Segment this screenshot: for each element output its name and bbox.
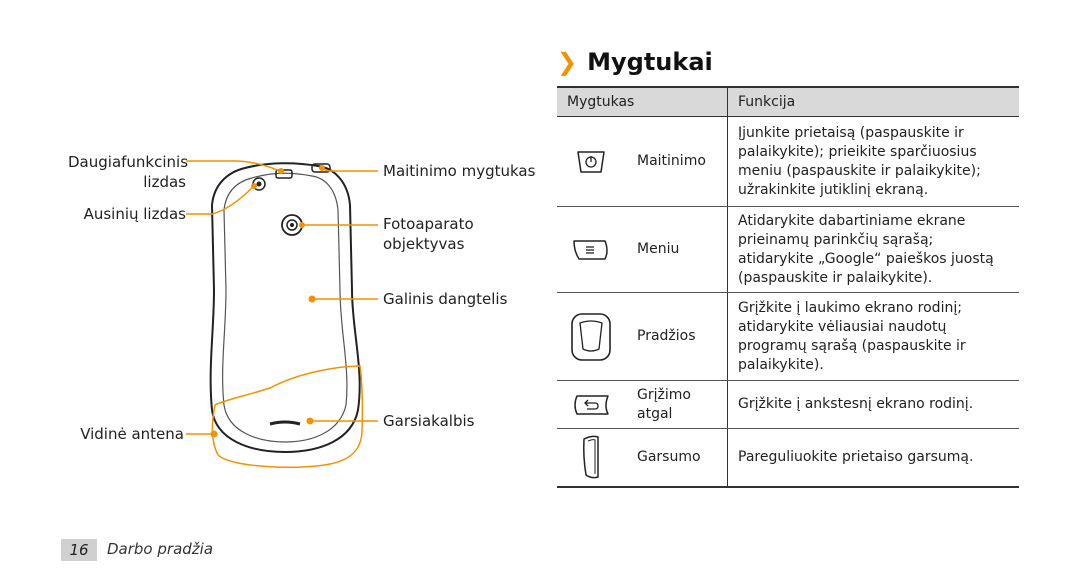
key-function: Grįžkite į ankstesnį ekrano rodinį. [727, 380, 1019, 429]
keys-table: Mygtukas Funkcija Maitinimo Įjunkite pri… [557, 86, 1019, 488]
table-row: Grįžimo atgal Grįžkite į ankstesnį ekran… [557, 380, 1019, 429]
multi-jack-label: Daugiafunkcinis lizdas [68, 153, 189, 191]
page-number: 16 [61, 539, 97, 561]
key-function: Įjunkite prietaisą (paspauskite ir palai… [727, 116, 1019, 207]
phone-back-illustration [186, 160, 378, 468]
power-button-label: Maitinimo mygtukas [383, 162, 536, 180]
section-title: ❯ Mygtukai [557, 48, 713, 76]
key-function: Grįžkite į laukimo ekrano rodinį; atidar… [727, 292, 1019, 381]
headset-jack-label: Ausinių lizdas [83, 205, 186, 223]
header-function: Funkcija [727, 86, 1019, 117]
camera-lens-label: Fotoaparato objektyvas [383, 215, 474, 253]
home-key-icon [557, 311, 625, 363]
key-name: Meniu [637, 241, 680, 257]
back-key-icon [557, 392, 625, 418]
antenna-region [211, 365, 364, 468]
key-name: Grįžimo atgal [637, 386, 691, 422]
power-key-icon [557, 149, 625, 175]
key-function: Pareguliuokite prietaiso garsumą. [727, 428, 1019, 488]
table-row: Garsumo Pareguliuokite prietaiso garsumą… [557, 428, 1019, 488]
key-name: Garsumo [637, 448, 701, 465]
page-section-name: Darbo pradžia [107, 540, 214, 558]
phone-back-cover-outline [222, 172, 348, 443]
chevron-right-icon: ❯ [557, 48, 578, 76]
table-row: Pradžios Grįžkite į laukimo ekrano rodin… [557, 292, 1019, 381]
key-name: Maitinimo [637, 153, 706, 169]
table-header-row: Mygtukas Funkcija [557, 86, 1019, 117]
speaker-grille-shape [269, 420, 301, 426]
table-row: Maitinimo Įjunkite prietaisą (paspauskit… [557, 116, 1019, 207]
table-row: Meniu Atidarykite dabartiniame ekrane pr… [557, 206, 1019, 293]
volume-key-icon [557, 433, 625, 481]
key-name: Pradžios [637, 328, 696, 344]
power-button-shape [311, 163, 331, 173]
key-function: Atidarykite dabartiniame ekrane prieinam… [727, 206, 1019, 293]
section-title-text: Mygtukai [587, 48, 713, 76]
multi-jack-shape [275, 169, 293, 179]
speaker-label: Garsiakalbis [383, 412, 475, 430]
header-key: Mygtukas [557, 86, 728, 117]
back-cover-label: Galinis dangtelis [383, 290, 508, 308]
menu-key-icon [557, 237, 625, 263]
antenna-label: Vidinė antena [80, 425, 184, 443]
